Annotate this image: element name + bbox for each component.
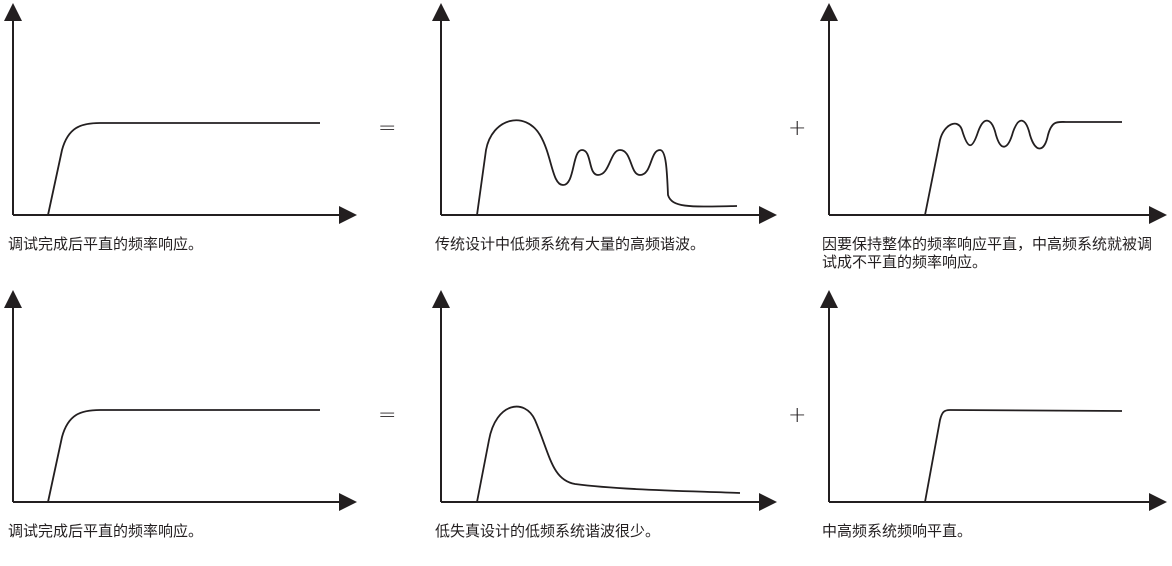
plus-operator: + bbox=[788, 116, 807, 141]
caption: 低失真设计的低频系统谐波很少。 bbox=[435, 522, 661, 540]
caption: 因要保持整体的频率响应平直，中高频系统就被调试成不平直的频率响应。 bbox=[822, 235, 1153, 271]
caption: 调试完成后平直的频率响应。 bbox=[8, 522, 204, 540]
graph-flat-response-2 bbox=[4, 290, 357, 511]
equals-operator: = bbox=[378, 116, 397, 141]
caption: 传统设计中低频系统有大量的高频谐波。 bbox=[435, 235, 706, 253]
graph-traditional-woofer bbox=[432, 3, 777, 224]
graph-flat-midhigh bbox=[820, 290, 1167, 511]
graph-flat-response-1 bbox=[4, 3, 357, 224]
graph-low-distortion-woofer bbox=[432, 290, 777, 511]
caption: 调试完成后平直的频率响应。 bbox=[8, 235, 204, 253]
caption: 中高频系统频响平直。 bbox=[822, 522, 973, 540]
plus-operator: + bbox=[788, 403, 807, 428]
graph-uneven-midhigh bbox=[820, 3, 1167, 224]
equals-operator: = bbox=[378, 403, 397, 428]
